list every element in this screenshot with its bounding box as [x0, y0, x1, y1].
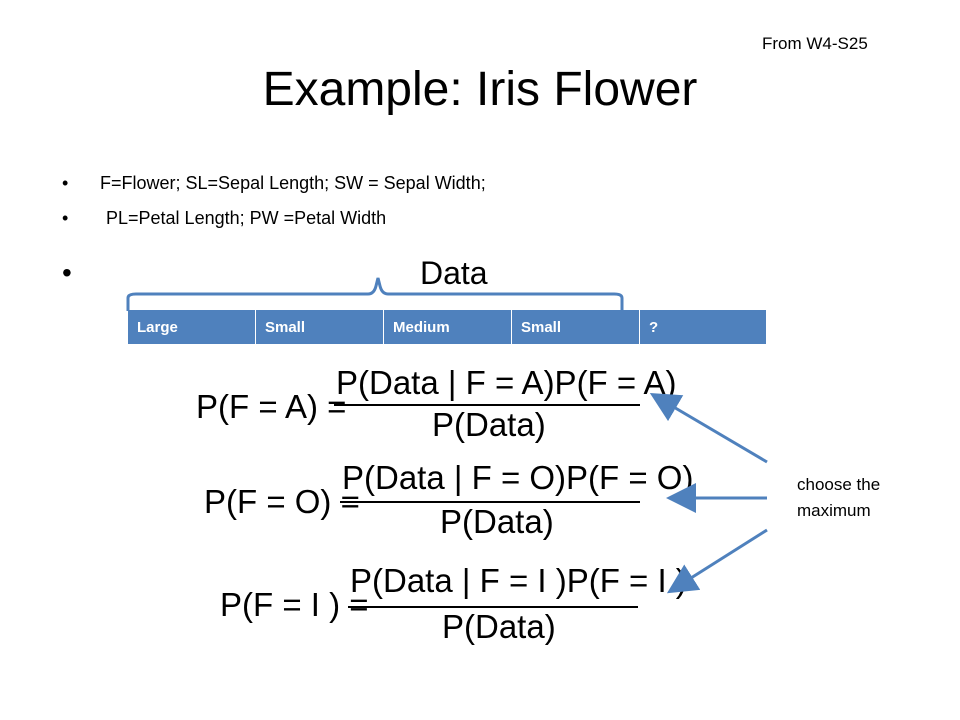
fraction-bar: [348, 606, 638, 608]
equation-lhs: P(F = A) =: [196, 388, 347, 425]
bullet-glyph: •: [62, 208, 69, 228]
arrow-to-equation-3: [666, 528, 768, 594]
table-cell: Small: [255, 309, 384, 345]
equation-denominator: P(Data): [440, 503, 554, 540]
bullet-text: F=Flower; SL=Sepal Length; SW = Sepal Wi…: [100, 173, 486, 193]
fraction-bar: [340, 501, 640, 503]
equation-lhs: P(F = O) =: [204, 483, 360, 520]
bullet-text: PL=Petal Length; PW =Petal Width: [106, 208, 387, 228]
brace-shape: [126, 277, 624, 311]
fraction-bar: [334, 404, 640, 406]
table-row: Large Small Medium Small ?: [127, 309, 767, 345]
attribute-table: Large Small Medium Small ?: [127, 309, 767, 345]
arrow-to-equation-1: [649, 392, 768, 464]
slide-title: Example: Iris Flower: [262, 63, 698, 116]
table-cell: Large: [127, 309, 256, 345]
equation-denominator: P(Data): [442, 608, 556, 645]
table-cell: Small: [511, 309, 640, 345]
source-reference: From W4-S25: [762, 34, 868, 53]
equation-numerator: P(Data | F = A)P(F = A): [336, 364, 677, 401]
equation-denominator: P(Data): [432, 406, 546, 443]
choose-maximum-note: choose the maximum: [797, 475, 881, 520]
table-cell: ?: [639, 309, 767, 345]
equation-lhs: P(F = I ) =: [220, 586, 369, 623]
table-cell: Medium: [383, 309, 512, 345]
bullet-glyph: •: [62, 257, 72, 288]
equation-numerator: P(Data | F = O)P(F = O): [342, 459, 694, 496]
bullet-glyph: •: [62, 173, 69, 193]
data-heading: Data: [420, 255, 488, 291]
equation-numerator: P(Data | F = I )P(F = I ): [350, 562, 687, 599]
